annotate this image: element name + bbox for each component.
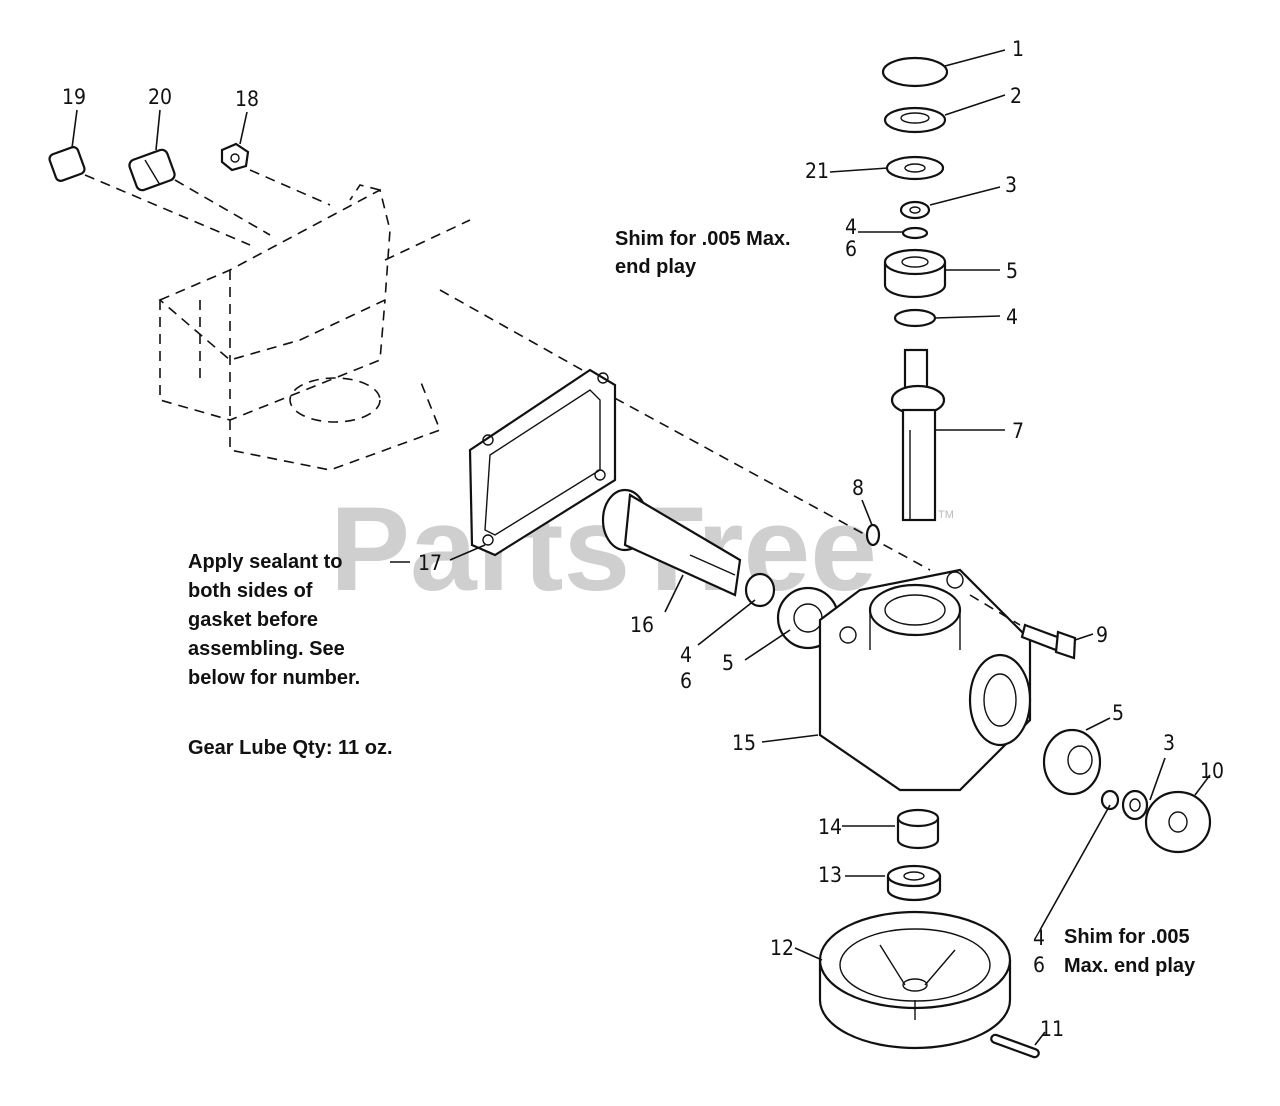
- callout-21: 21: [805, 159, 829, 183]
- callout-18: 18: [235, 87, 259, 111]
- callout-numbers: 1 2 21 3 4 6 5 4 7 8 9 16 4 6 5 17 15 5 …: [62, 37, 1224, 1041]
- part-12-pulley: [818, 910, 1012, 1050]
- part-4-shim-mid: [893, 308, 937, 328]
- part-16-bevel-gear-shaft: [601, 488, 742, 597]
- callout-5-left: 5: [722, 651, 734, 675]
- note-shim-top-line1: Shim for .005 Max.: [615, 228, 791, 250]
- part-4-shim-right: [1100, 789, 1120, 811]
- part-3-nut-right: [1121, 789, 1149, 821]
- callout-6-bottom: 6: [1033, 953, 1045, 977]
- callout-5-top: 5: [1006, 259, 1018, 283]
- part-8-key: [865, 523, 881, 547]
- callout-9: 9: [1096, 623, 1108, 647]
- notes: Shim for .005 Max. end play Apply sealan…: [188, 228, 1196, 977]
- part-2-retainer: [883, 106, 947, 134]
- part-5-bearing-right: [1042, 728, 1102, 796]
- mounting-frame: [158, 184, 471, 471]
- part-19-plug: [48, 146, 86, 182]
- callout-1: 1: [1012, 37, 1024, 61]
- part-11-roll-pin: [990, 1033, 1040, 1059]
- callout-2: 2: [1010, 84, 1022, 108]
- callout-5-right: 5: [1112, 701, 1124, 725]
- note-sealant-line2: both sides of: [188, 580, 313, 602]
- callout-4-top: 4: [845, 215, 857, 239]
- callout-4-bottom: 4: [1033, 926, 1045, 950]
- callout-3-top: 3: [1005, 173, 1017, 197]
- part-1-cap: [881, 56, 949, 88]
- callout-15: 15: [732, 731, 756, 755]
- callout-19: 19: [62, 85, 86, 109]
- note-gear-lube: Gear Lube Qty: 11 oz.: [188, 737, 393, 759]
- part-18-nut: [220, 142, 250, 172]
- callout-6-left: 6: [680, 669, 692, 693]
- callout-20: 20: [148, 85, 172, 109]
- note-sealant-line4: assembling. See: [188, 638, 345, 660]
- part-14-bushing: [896, 808, 940, 850]
- callout-6-top: 6: [845, 237, 857, 261]
- note-shim-bottom-line1: Shim for .005: [1064, 926, 1190, 948]
- callout-17: 17: [418, 551, 442, 575]
- part-20-fitting: [128, 148, 176, 192]
- watermark: PartsTree: [330, 482, 877, 616]
- callout-7: 7: [1012, 419, 1024, 443]
- callout-13: 13: [818, 863, 842, 887]
- callout-10: 10: [1200, 759, 1224, 783]
- part-15-gear-housing: [818, 568, 1032, 792]
- part-21-washer: [885, 155, 945, 181]
- callout-11: 11: [1040, 1017, 1064, 1041]
- part-4-shim-left: [744, 572, 776, 608]
- note-sealant-line1: Apply sealant to: [188, 551, 342, 573]
- part-10-cap-right: [1144, 790, 1212, 854]
- part-4-shim-top: [901, 226, 929, 240]
- callout-4-left: 4: [680, 643, 692, 667]
- callout-3-right: 3: [1163, 731, 1175, 755]
- watermark-trademark: TM: [938, 509, 954, 521]
- note-shim-bottom-line2: Max. end play: [1064, 955, 1196, 977]
- callout-8: 8: [852, 476, 864, 500]
- part-17-gasket: [468, 368, 617, 557]
- part-13-spacer: [886, 864, 942, 902]
- note-sealant-line3: gasket before: [188, 609, 318, 631]
- callout-leaders: [71, 49, 1211, 1046]
- callout-16: 16: [630, 613, 654, 637]
- part-3-nut-top: [899, 200, 931, 220]
- note-sealant-line5: below for number.: [188, 667, 360, 689]
- callout-14: 14: [818, 815, 842, 839]
- part-9-bolt: [1020, 623, 1077, 660]
- part-5-bearing-top: [883, 248, 947, 299]
- part-7-pinion-shaft: [890, 348, 946, 522]
- note-shim-top-line2: end play: [615, 256, 697, 278]
- callout-12: 12: [770, 936, 794, 960]
- callout-4-mid: 4: [1006, 305, 1018, 329]
